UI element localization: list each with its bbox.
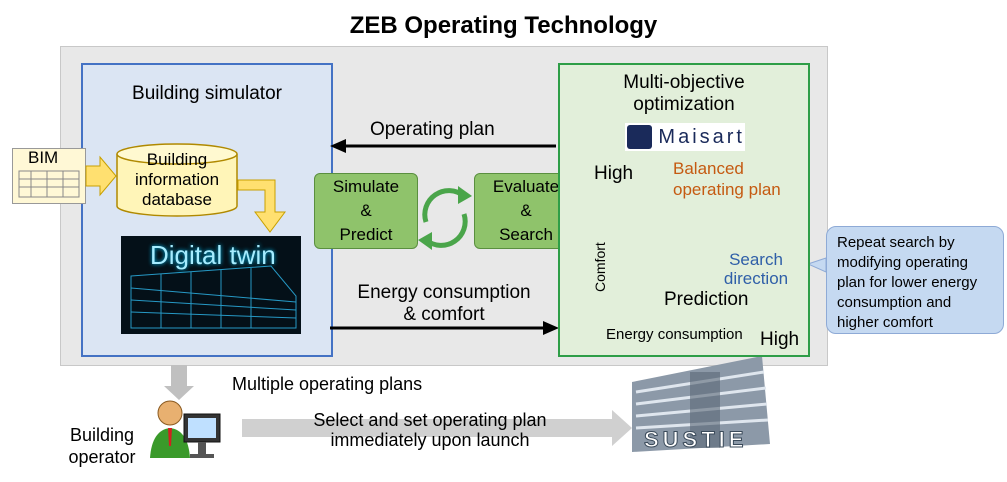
digital-twin-label: Digital twin (150, 240, 276, 270)
select-plan-label: Select and set operating plan immediatel… (313, 410, 547, 450)
building-operator-icon (150, 400, 221, 458)
balanced-plan-label: Balanced operating plan (673, 159, 781, 199)
y-high-label: High (594, 163, 634, 184)
energy-axis-label: Energy consumption (606, 326, 743, 343)
search-direction-label: Search direction (723, 250, 789, 288)
building-photo-icon (632, 356, 770, 452)
optimization-title: Multi-objective optimization (623, 72, 745, 115)
diagram-title: ZEB Operating Technology (349, 12, 658, 39)
operator-to-building-arrow (612, 410, 632, 446)
optimization-panel (558, 63, 810, 357)
prediction-label: Prediction (664, 289, 749, 310)
building-sign: SUSTIE (643, 427, 748, 453)
cycle-arrows-icon (422, 188, 468, 248)
database-label: Building information database (134, 150, 220, 209)
maisart-logo-icon (627, 125, 653, 149)
bim-document-icon (12, 148, 86, 204)
multiple-plans-label: Multiple operating plans (232, 374, 423, 394)
search-callout: Repeat search by modifying operating pla… (826, 226, 1004, 334)
x-high-label: High (760, 329, 800, 350)
callout-tail (806, 257, 827, 273)
simulator-title: Building simulator (132, 83, 282, 104)
simulate-predict-box: Simulate & Predict (314, 173, 418, 249)
bim-to-database-arrow (85, 155, 117, 197)
database-to-twin-arrow (237, 179, 286, 233)
database-cylinder-icon (116, 143, 238, 217)
comfort-axis-label: Comfort (592, 242, 608, 292)
digital-twin-image (121, 236, 301, 334)
maisart-logo: Maisart (625, 123, 745, 151)
operating-plan-label: Operating plan (370, 119, 495, 140)
bim-label: BIM (28, 148, 59, 167)
energy-comfort-label: Energy consumption & comfort (357, 282, 531, 325)
down-to-operator-arrow (164, 386, 194, 400)
operator-label: Building operator (68, 425, 136, 467)
